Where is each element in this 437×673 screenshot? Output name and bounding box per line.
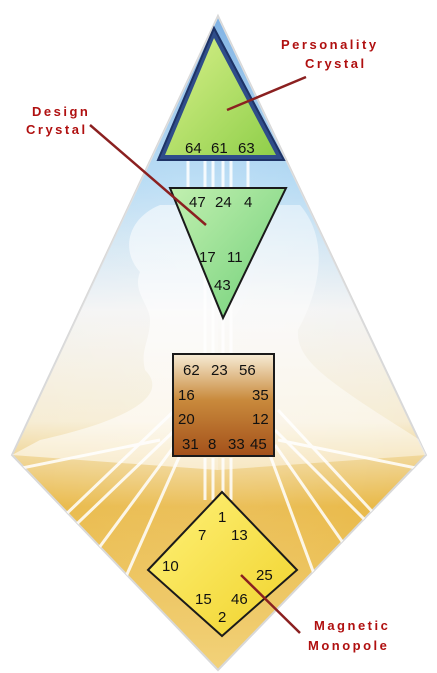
- gate-61: 61: [211, 140, 228, 157]
- gate-43: 43: [214, 277, 231, 294]
- gate-33: 33: [228, 436, 245, 453]
- gate-16: 16: [178, 387, 195, 404]
- monopole-callout-line: [240, 574, 301, 634]
- design-label-line2: Crystal: [26, 122, 88, 137]
- gate-64: 64: [185, 140, 202, 157]
- personality-crystal-triangle: [156, 25, 286, 161]
- gate-2: 2: [218, 609, 226, 626]
- gate-7: 7: [198, 527, 206, 544]
- gate-62: 62: [183, 362, 200, 379]
- gate-45: 45: [250, 436, 267, 453]
- gate-4: 4: [244, 194, 252, 211]
- gate-35: 35: [252, 387, 269, 404]
- gate-25: 25: [256, 567, 273, 584]
- gate-47: 47: [189, 194, 206, 211]
- gate-46: 46: [231, 591, 248, 608]
- monopole-label-line1: Magnetic: [314, 618, 390, 633]
- gate-31: 31: [182, 436, 199, 453]
- g-center-square: [172, 353, 275, 457]
- design-label-line1: Design: [32, 104, 90, 119]
- magnetic-monopole-diamond: [146, 490, 299, 638]
- gate-8: 8: [208, 436, 216, 453]
- design-callout-line: [89, 124, 207, 226]
- personality-label-line2: Crystal: [305, 56, 367, 71]
- monopole-label-line2: Monopole: [308, 638, 389, 653]
- gate-20: 20: [178, 411, 195, 428]
- gate-56: 56: [239, 362, 256, 379]
- gate-23: 23: [211, 362, 228, 379]
- gate-10: 10: [162, 558, 179, 575]
- gate-1: 1: [218, 509, 226, 526]
- gate-24: 24: [215, 194, 232, 211]
- personality-label-line1: Personality: [281, 37, 379, 52]
- gate-63: 63: [238, 140, 255, 157]
- gate-15: 15: [195, 591, 212, 608]
- callout-lines: [89, 75, 307, 634]
- gate-13: 13: [231, 527, 248, 544]
- gate-17: 17: [199, 249, 216, 266]
- gate-12: 12: [252, 411, 269, 428]
- gate-11: 11: [227, 249, 243, 266]
- personality-callout-line: [226, 75, 307, 112]
